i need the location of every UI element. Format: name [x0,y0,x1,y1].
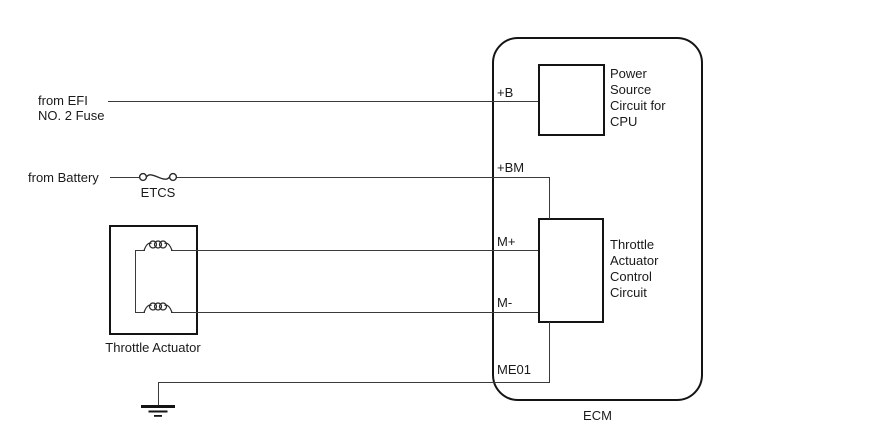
throttle-actuator-label: Throttle Actuator [105,340,201,355]
wire-fuse-to-plus-bm [176,177,549,178]
terminal-plus-bm: +BM [497,160,525,175]
terminal-m-plus: M+ [497,234,516,249]
throttle-actuator-box [109,225,198,335]
wire-me01-drop [549,322,550,383]
throttle-actuator-control-label: Throttle Actuator Control Circuit [610,237,659,300]
from-efi-fuse-label: from EFI NO. 2 Fuse [38,93,105,123]
ecm-box [492,37,703,401]
coil-lower-icon [143,302,173,313]
ecm-label: ECM [583,408,612,423]
etcs-fuse-label: ETCS [140,185,176,200]
wire-plus-bm-drop [549,177,550,219]
wire-coil-to-m-plus [171,250,538,251]
terminal-me01: ME01 [497,362,531,377]
throttle-actuator-control-box [538,218,604,323]
coil-upper-icon [143,240,173,251]
wire-coil-upper-lead [135,250,145,251]
wire-efi-to-plus-b [108,101,538,102]
wire-battery-to-fuse [110,177,140,178]
wire-me01-to-ground [158,382,550,383]
terminal-m-minus: M- [497,295,513,310]
power-source-circuit-label: Power Source Circuit for CPU [610,66,666,129]
from-battery-label: from Battery [28,170,99,185]
wire-coil-to-m-minus [171,312,538,313]
wire-coil-lower-lead [135,312,145,313]
terminal-plus-b: +B [497,85,514,100]
wire-actuator-internal [135,250,136,313]
wire-ground-drop [158,382,159,406]
ground-icon [141,405,175,417]
fuse-icon [138,172,178,182]
power-source-circuit-box [538,64,605,136]
